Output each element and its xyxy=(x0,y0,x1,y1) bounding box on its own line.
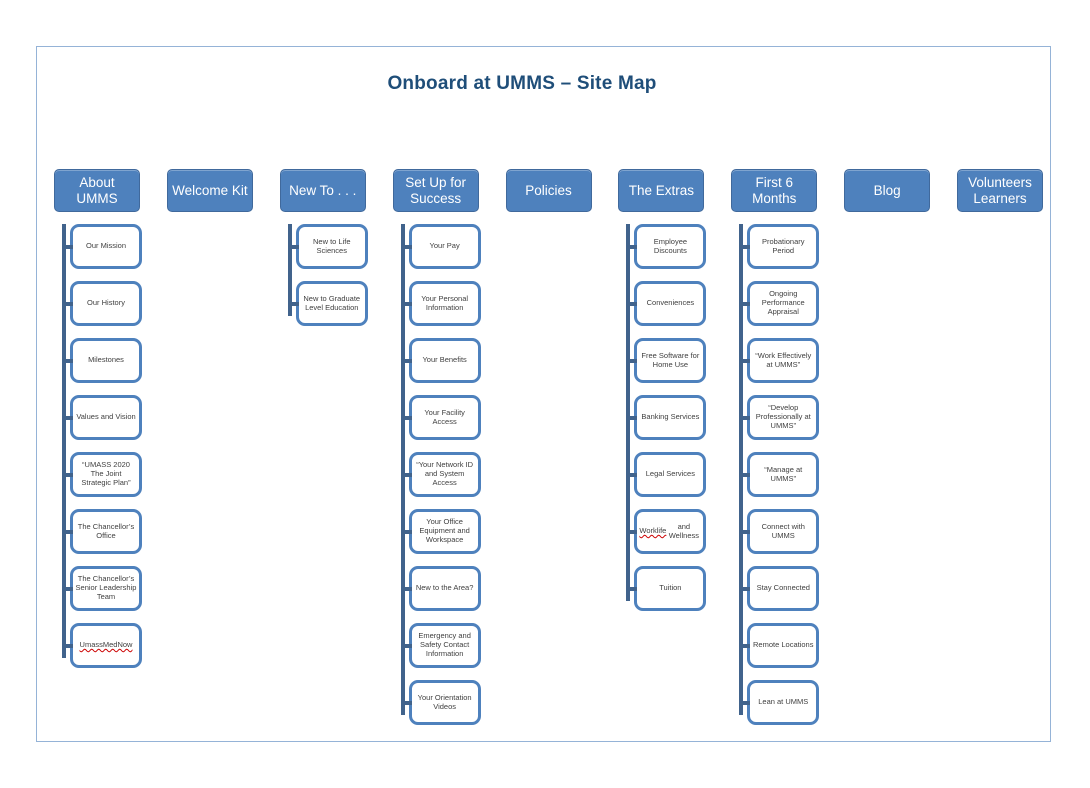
page-work-effectively-at-umms[interactable]: “Work Effectively at UMMS” xyxy=(747,338,820,383)
page-legal-services[interactable]: Legal Services xyxy=(634,452,707,497)
page-new-to-life-sciences[interactable]: New to Life Sciences xyxy=(295,224,368,269)
page-your-office-equipment-and-workspace[interactable]: Your Office Equipment and Workspace xyxy=(408,509,481,554)
page-umass-2020-the-joint-strategic-plan[interactable]: “UMASS 2020 The Joint Strategic Plan” xyxy=(70,452,142,497)
page-your-benefits[interactable]: Your Benefits xyxy=(408,338,481,383)
connector-line xyxy=(739,224,744,715)
page-new-to-the-area[interactable]: New to the Area? xyxy=(408,566,481,611)
top-page-about-umms[interactable]: About UMMS xyxy=(54,169,140,212)
page-values-and-vision[interactable]: Values and Vision xyxy=(70,395,142,440)
page-our-history[interactable]: Our History xyxy=(70,281,142,326)
page-emergency-and-safety-contact-information[interactable]: Emergency and Safety Contact Information xyxy=(408,623,481,668)
page-the-chancellor-s-office[interactable]: The Chancellor’s Office xyxy=(70,509,142,554)
connector-line xyxy=(626,224,631,601)
connector-line xyxy=(400,224,405,715)
page-your-network-id-and-system-access[interactable]: “Your Network ID and System Access xyxy=(408,452,481,497)
page-conveniences[interactable]: Conveniences xyxy=(634,281,707,326)
page-probationary-period[interactable]: Probationary Period xyxy=(747,224,820,269)
page-remote-locations[interactable]: Remote Locations xyxy=(747,623,820,668)
page-free-software-for-home-use[interactable]: Free Software for Home Use xyxy=(634,338,707,383)
column-volunteers-learners: Volunteers Learners xyxy=(957,169,1043,725)
page-worklife-and-wellness[interactable]: Worklife and Wellness xyxy=(634,509,707,554)
sitemap-panel: Onboard at UMMS – Site Map About UMMS Our… xyxy=(36,46,1051,742)
page-your-pay[interactable]: Your Pay xyxy=(408,224,481,269)
page-milestones[interactable]: Milestones xyxy=(70,338,142,383)
top-page-set-up-for-success[interactable]: Set Up for Success xyxy=(392,169,479,212)
page-title: Onboard at UMMS – Site Map xyxy=(387,73,657,94)
page-your-facility-access[interactable]: Your Facility Access xyxy=(408,395,481,440)
page-new-to-graduate-level-education[interactable]: New to Graduate Level Education xyxy=(295,281,368,326)
page-banking-services[interactable]: Banking Services xyxy=(634,395,707,440)
page-the-chancellor-s-senior-leadership-team[interactable]: The Chancellor’s Senior Leadership Team xyxy=(70,566,142,611)
page-your-orientation-videos[interactable]: Your Orientation Videos xyxy=(408,680,481,725)
misspelled-word: UmassMedNow xyxy=(79,640,133,650)
misspelled-word: Worklife xyxy=(639,526,667,536)
page-tuition[interactable]: Tuition xyxy=(634,566,707,611)
page-your-personal-information[interactable]: Your Personal Information xyxy=(408,281,481,326)
page-stay-connected[interactable]: Stay Connected xyxy=(747,566,820,611)
page-develop-professionally-at-umms[interactable]: “Develop Professionally at UMMS” xyxy=(747,395,820,440)
page-employee-discounts[interactable]: Employee Discounts xyxy=(634,224,707,269)
top-page-the-extras[interactable]: The Extras xyxy=(618,169,705,212)
column-welcome-kit: Welcome Kit xyxy=(166,169,253,725)
top-page-blog[interactable]: Blog xyxy=(844,169,931,212)
top-page-welcome-kit[interactable]: Welcome Kit xyxy=(166,169,253,212)
page-lean-at-umms[interactable]: Lean at UMMS xyxy=(747,680,820,725)
page-our-mission[interactable]: Our Mission xyxy=(70,224,142,269)
top-page-policies[interactable]: Policies xyxy=(505,169,592,212)
top-page-volunteers-learners[interactable]: Volunteers Learners xyxy=(957,169,1043,212)
column-policies: Policies xyxy=(505,169,592,725)
page-manage-at-umms[interactable]: “Manage at UMMS” xyxy=(747,452,820,497)
page-ongoing-performance-appraisal[interactable]: Ongoing Performance Appraisal xyxy=(747,281,820,326)
page-connect-with-umms[interactable]: Connect with UMMS xyxy=(747,509,820,554)
page-umassmednow[interactable]: UmassMedNow xyxy=(70,623,142,668)
connector-line xyxy=(62,224,66,658)
top-page-new-to[interactable]: New To . . . xyxy=(279,169,366,212)
top-page-first-6-months[interactable]: First 6 Months xyxy=(731,169,818,212)
column-blog: Blog xyxy=(844,169,931,725)
connector-line xyxy=(287,224,292,316)
